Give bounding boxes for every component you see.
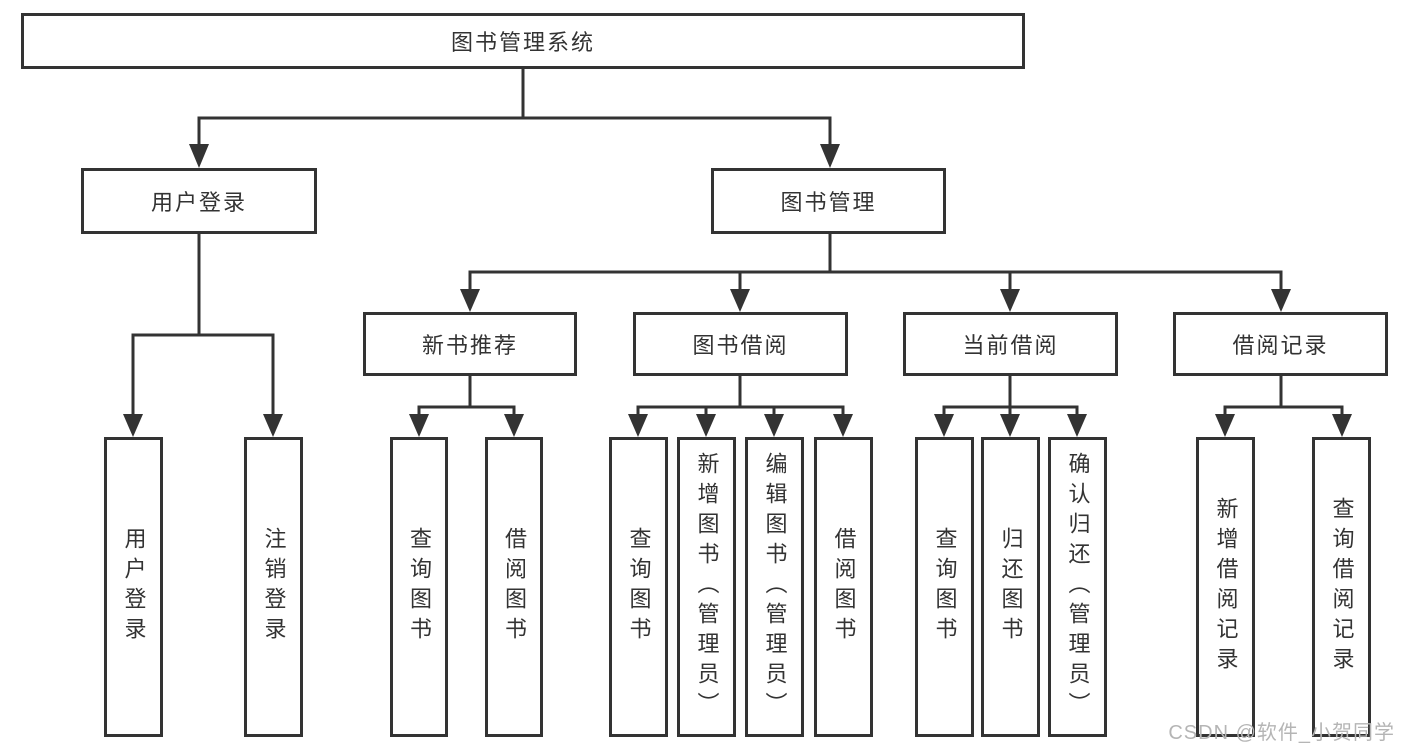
node-book-borrowing: 图书借阅 <box>633 312 848 376</box>
leaf-logout-label: 注销登录 <box>261 527 287 647</box>
leaf-add-borrow-record-label: 新增借阅记录 <box>1213 497 1239 677</box>
leaf-query-borrow-record-label: 查询借阅记录 <box>1329 497 1355 677</box>
node-book-management-label: 图书管理 <box>780 190 877 215</box>
leaf-logout: 注销登录 <box>244 437 303 737</box>
node-root: 图书管理系统 <box>21 13 1025 69</box>
leaf-confirm-return-admin: 确认归还（管理员） <box>1048 437 1107 737</box>
node-user-login: 用户登录 <box>81 168 317 234</box>
node-book-borrowing-label: 图书借阅 <box>692 333 789 358</box>
node-new-book-recommend-label: 新书推荐 <box>421 333 518 358</box>
node-current-borrowing-label: 当前借阅 <box>962 333 1059 358</box>
leaf-borrow-books-label: 借阅图书 <box>831 527 857 647</box>
watermark: CSDN @软件_小贺同学 <box>1168 722 1395 744</box>
leaf-borrow-books: 借阅图书 <box>814 437 873 737</box>
arrowhead-icons <box>123 144 1352 437</box>
leaf-confirm-return-admin-label: 确认归还（管理员） <box>1065 452 1091 722</box>
leaf-user-login: 用户登录 <box>104 437 163 737</box>
node-new-book-recommend: 新书推荐 <box>363 312 577 376</box>
leaf-return-books-label: 归还图书 <box>998 527 1024 647</box>
leaf-recommend-borrow-books-label: 借阅图书 <box>502 527 527 647</box>
node-borrowing-records-label: 借阅记录 <box>1232 333 1329 358</box>
leaf-current-query-books: 查询图书 <box>915 437 974 737</box>
leaf-recommend-borrow-books: 借阅图书 <box>485 437 543 737</box>
leaf-edit-books-admin-label: 编辑图书（管理员） <box>762 452 788 722</box>
node-root-label: 图书管理系统 <box>450 30 595 55</box>
leaf-edit-books-admin: 编辑图书（管理员） <box>745 437 804 737</box>
leaf-return-books: 归还图书 <box>981 437 1040 737</box>
node-borrowing-records: 借阅记录 <box>1173 312 1388 376</box>
node-book-management: 图书管理 <box>711 168 946 234</box>
leaf-borrowing-query-books-label: 查询图书 <box>626 527 652 647</box>
leaf-query-borrow-record: 查询借阅记录 <box>1312 437 1371 737</box>
leaf-add-borrow-record: 新增借阅记录 <box>1196 437 1255 737</box>
leaf-user-login-label: 用户登录 <box>121 527 147 647</box>
leaf-add-books-admin-label: 新增图书（管理员） <box>694 452 720 722</box>
node-user-login-label: 用户登录 <box>150 190 247 215</box>
leaf-recommend-query-books: 查询图书 <box>390 437 448 737</box>
leaf-current-query-books-label: 查询图书 <box>932 527 958 647</box>
leaf-borrowing-query-books: 查询图书 <box>609 437 668 737</box>
leaf-recommend-query-books-label: 查询图书 <box>407 527 432 647</box>
node-current-borrowing: 当前借阅 <box>903 312 1118 376</box>
leaf-add-books-admin: 新增图书（管理员） <box>677 437 736 737</box>
